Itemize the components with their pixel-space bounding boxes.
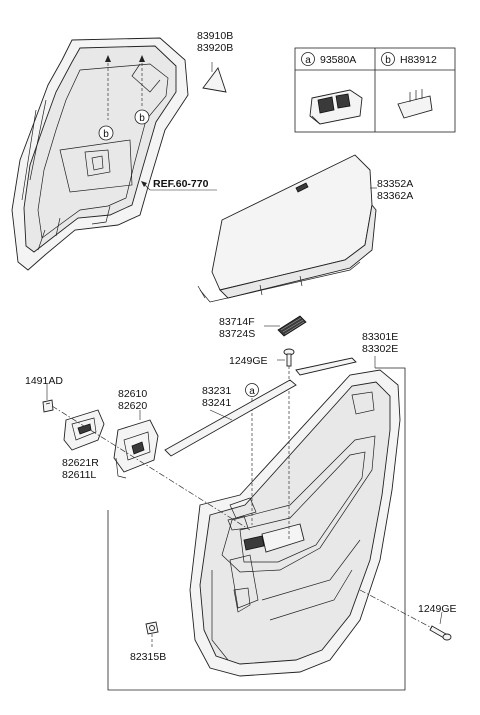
leader-screw-right <box>359 589 433 629</box>
marker-b-1-text: b <box>103 129 109 140</box>
label-1249GE-top: 1249GE <box>229 355 268 367</box>
legend-a-letter: a <box>305 55 311 66</box>
screw-top-part <box>283 348 295 367</box>
arrowhead-icon <box>139 55 145 62</box>
label-83241: 83241 <box>202 397 231 409</box>
legend-marker-b <box>381 52 395 66</box>
inside-handle-cover-part <box>63 409 105 451</box>
leader-1249GE-right <box>439 611 443 625</box>
label-83724S: 83724S <box>219 328 255 340</box>
rear-door-frame <box>11 37 189 271</box>
label-82315B: 82315B <box>130 651 166 663</box>
corner-trim-part <box>202 67 227 93</box>
inside-handle-part <box>113 419 159 479</box>
legend-box: a 93580A b H83912 <box>294 47 456 133</box>
weatherstrip-part <box>295 357 357 376</box>
arrowhead-icon <box>105 55 111 62</box>
door-trim-panel-part <box>189 369 401 677</box>
legend-a-part: 93580A <box>320 54 356 66</box>
label-83362A: 83362A <box>377 190 413 202</box>
marker-a <box>245 383 259 397</box>
label-82611L: 82611L <box>62 469 96 481</box>
label-82621R: 82621R <box>62 457 99 469</box>
label-83920B: 83920B <box>197 42 233 54</box>
label-83301E: 83301E <box>362 331 398 343</box>
power-window-switch-part <box>309 89 363 125</box>
belt-weatherstrip-part <box>164 379 297 457</box>
marker-a-text: a <box>249 386 255 397</box>
legend-b-letter: b <box>385 55 391 66</box>
arrowhead-icon <box>141 181 147 187</box>
label-83231: 83231 <box>202 385 231 397</box>
label-83910B: 83910B <box>197 30 233 42</box>
door-module-panel-part <box>197 154 377 303</box>
legend-marker-a <box>301 52 315 66</box>
legend-b-part: H83912 <box>400 54 437 66</box>
leader-handle-axis <box>51 405 251 531</box>
trim-assembly-frame <box>107 367 406 691</box>
label-83714F: 83714F <box>219 316 255 328</box>
marker-b-2-text: b <box>139 113 145 124</box>
screw-right-part <box>429 625 452 641</box>
label-1249GE-right: 1249GE <box>418 603 457 615</box>
label-83302E: 83302E <box>362 343 398 355</box>
label-1491AD: 1491AD <box>25 375 63 387</box>
fastener-82315B-part <box>145 621 159 635</box>
label-82610: 82610 <box>118 388 147 400</box>
leader-83231 <box>209 409 233 421</box>
clip-1491AD-part <box>42 399 54 413</box>
label-83352A: 83352A <box>377 178 413 190</box>
marker-b-1 <box>98 125 114 141</box>
clip-part <box>397 89 433 119</box>
label-82620: 82620 <box>118 400 147 412</box>
marker-b-2 <box>134 109 150 125</box>
speaker-grille-part <box>277 315 307 337</box>
ref-label: REF.60-770 <box>153 178 209 190</box>
